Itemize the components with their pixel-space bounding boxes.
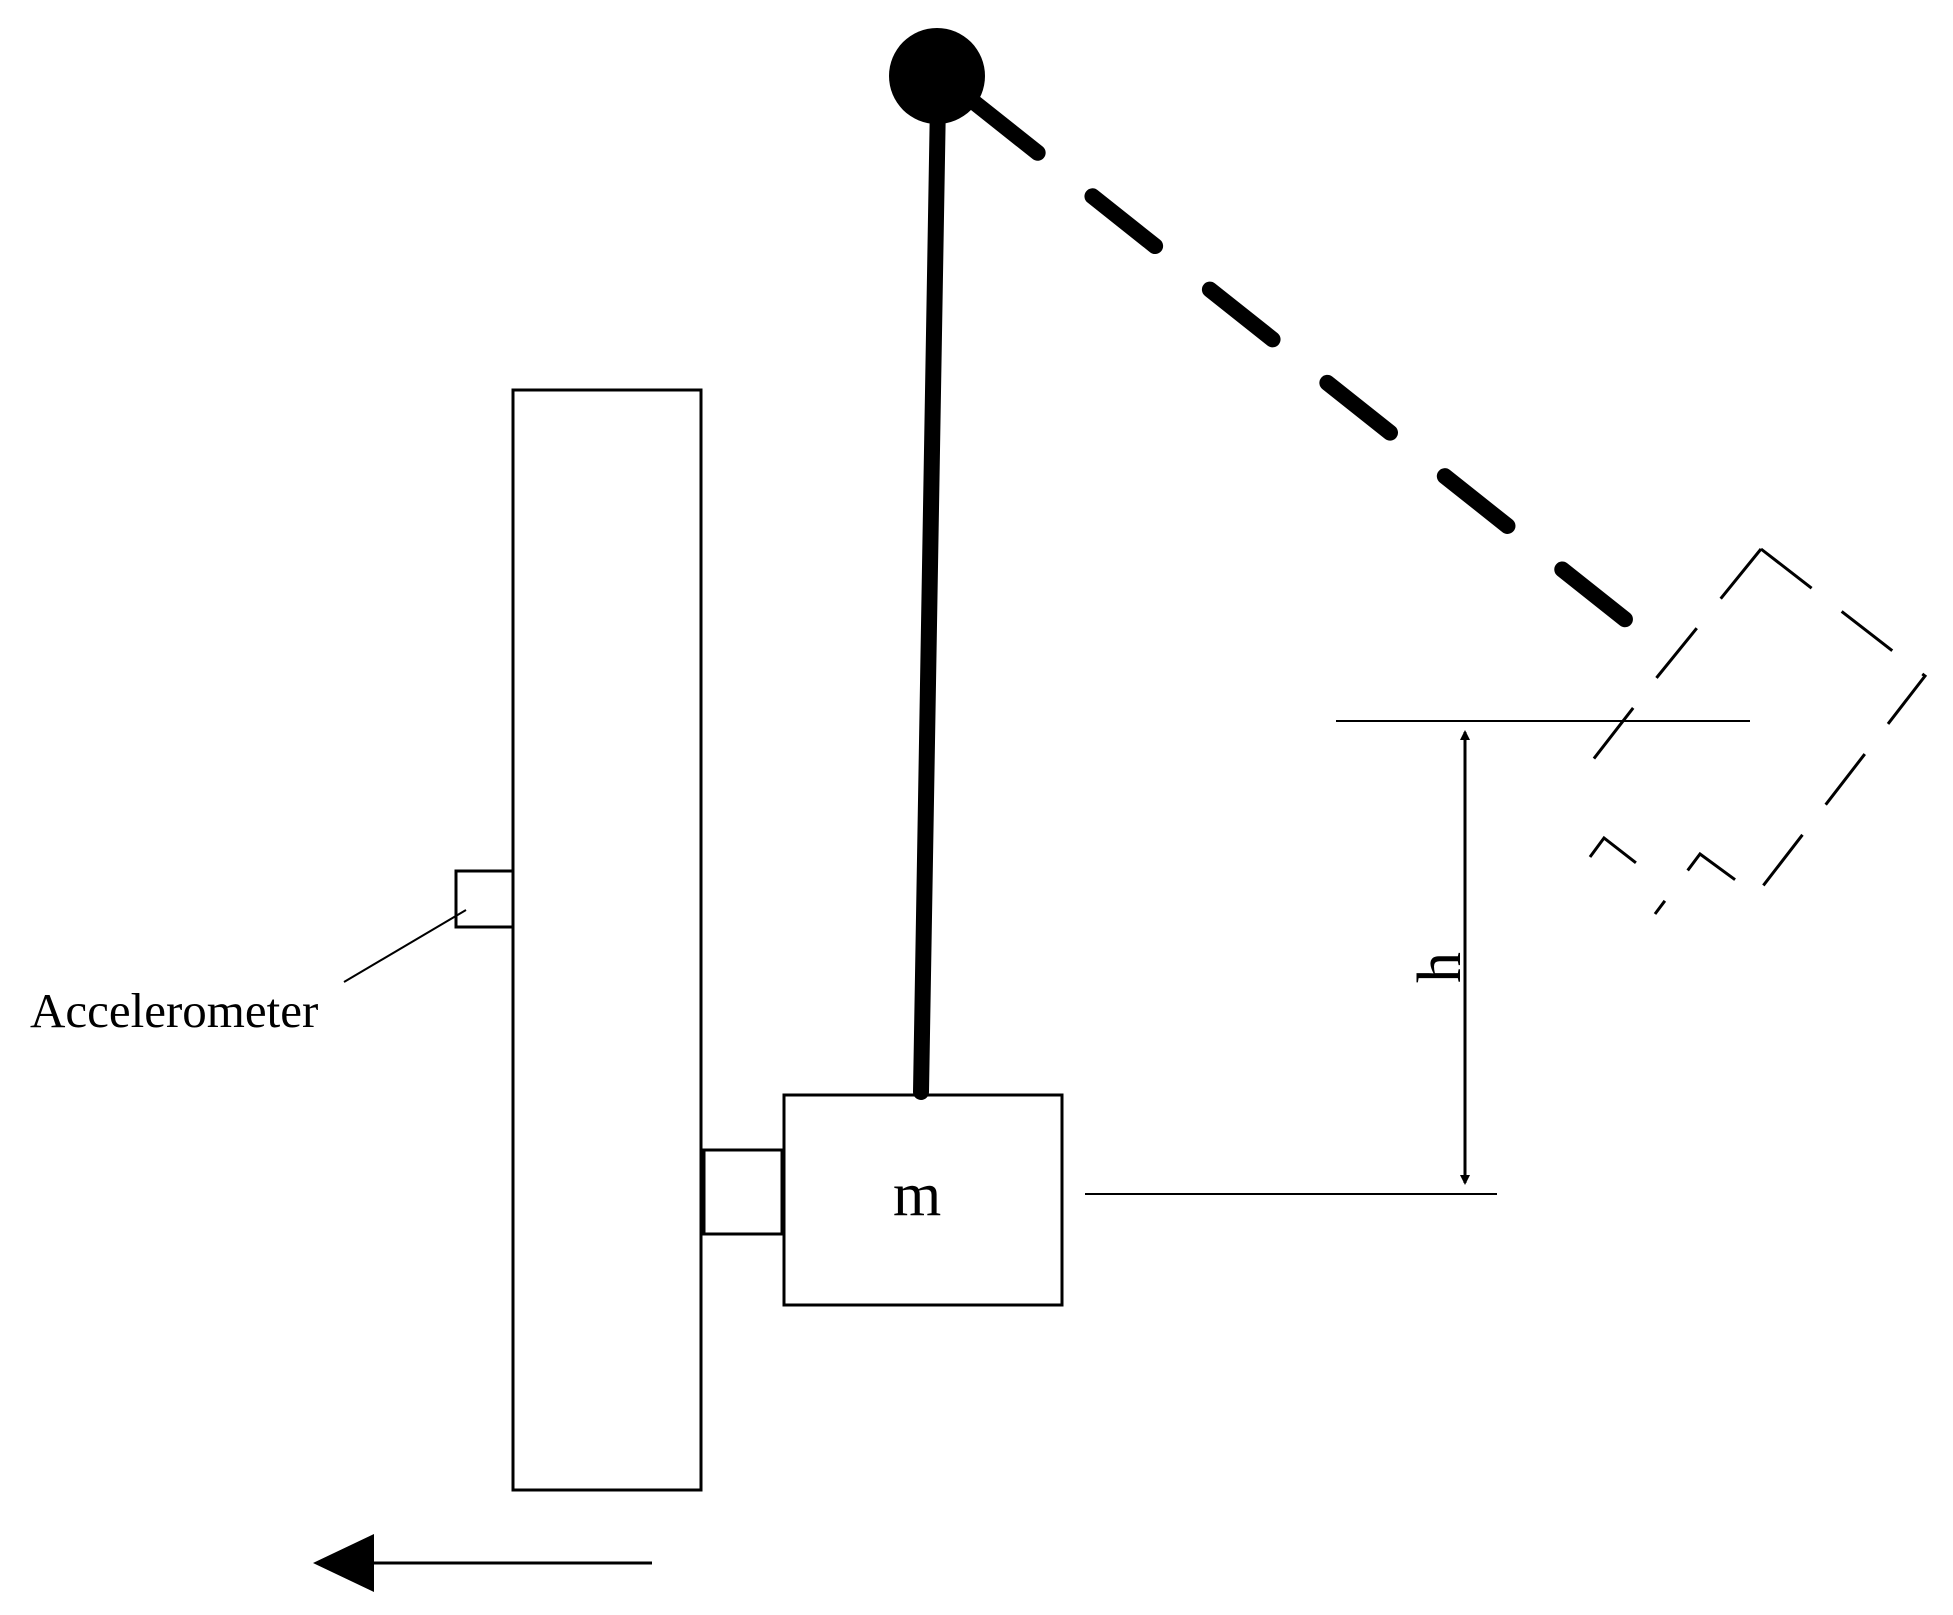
pivot-point xyxy=(889,28,985,124)
raised-mass-outline xyxy=(1588,547,1928,915)
accelerometer-leader-line xyxy=(343,909,467,983)
height-label: h xyxy=(1406,952,1474,983)
accelerometer-label: Accelerometer xyxy=(30,983,318,1038)
mass-block xyxy=(782,1093,1064,1307)
impact-pad xyxy=(702,1148,784,1236)
raised-pendulum-arm xyxy=(967,95,1683,667)
pendulum-arm xyxy=(913,92,946,1100)
test-plate xyxy=(511,388,703,1492)
accelerometer-sensor xyxy=(454,869,515,929)
motion-arrow-head xyxy=(313,1534,374,1592)
mass-label: m xyxy=(893,1161,941,1229)
